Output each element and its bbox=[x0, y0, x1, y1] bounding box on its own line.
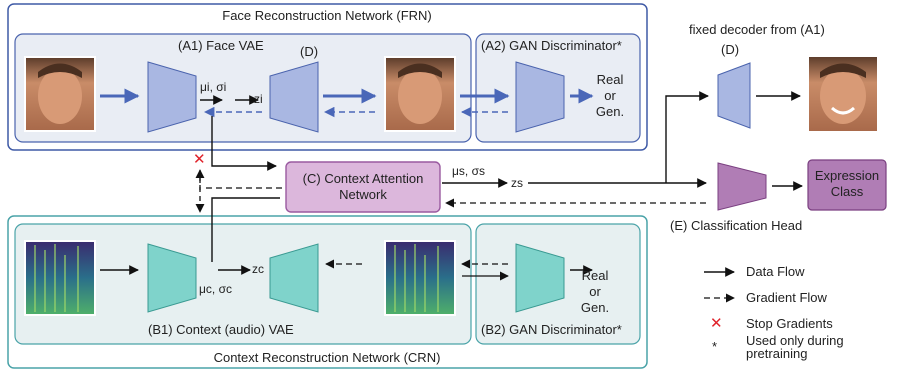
context-gan-title: (B2) GAN Discriminator* bbox=[481, 322, 622, 337]
face-gan-out-or: or bbox=[604, 88, 616, 103]
legend-star: * bbox=[712, 339, 718, 354]
face-encoder-shape bbox=[147, 61, 197, 133]
context-vae-box bbox=[14, 223, 472, 345]
output-face-image bbox=[807, 55, 879, 133]
context-vae-title: (B1) Context (audio) VAE bbox=[148, 322, 294, 337]
face-discriminator-shape bbox=[515, 61, 565, 133]
mu-sigma-s-label: μs, σs bbox=[452, 164, 485, 178]
zi-label: zi bbox=[254, 92, 263, 106]
classification-head-title: (E) Classification Head bbox=[670, 218, 803, 233]
classification-head-shape bbox=[717, 162, 767, 211]
input-spectrogram-image bbox=[24, 240, 96, 316]
legend-pretrain-line-2: pretraining bbox=[746, 346, 808, 361]
fixed-decoder-title: fixed decoder from (A1) bbox=[689, 22, 825, 37]
face-decoder-label: (D) bbox=[300, 44, 319, 59]
expression-class-line-1: Expression bbox=[814, 168, 880, 183]
face-gan-out-real: Real bbox=[596, 72, 624, 87]
face-latent-to-attention bbox=[211, 116, 277, 171]
context-decoder-shape bbox=[269, 243, 319, 313]
zc-label: zc bbox=[252, 262, 264, 276]
reconstructed-face-image bbox=[384, 56, 456, 132]
legend-pretraining: Used only during pretraining bbox=[746, 334, 844, 360]
context-gan-output: Real or Gen. bbox=[581, 268, 609, 316]
reconstructed-spectrogram-image bbox=[384, 240, 456, 316]
attention-network-label: (C) Context Attention Network bbox=[286, 171, 440, 203]
attention-network-box bbox=[285, 161, 441, 213]
legend-stop-mark: ✕ bbox=[710, 315, 723, 332]
expression-class-box bbox=[807, 159, 887, 211]
crn-title: Context Reconstruction Network (CRN) bbox=[213, 350, 441, 365]
context-gan-out-real: Real bbox=[581, 268, 609, 283]
face-decoder-shape bbox=[269, 61, 319, 133]
context-gan-out-gen: Gen. bbox=[580, 300, 610, 315]
stop-gradient-mark: ✕ bbox=[193, 151, 206, 168]
fixed-decoder-shape bbox=[717, 62, 751, 129]
attention-line-2: Network bbox=[339, 187, 387, 202]
legend-stop-gradients: Stop Gradients bbox=[746, 316, 833, 331]
fixed-decoder-label: (D) bbox=[721, 42, 740, 57]
attention-line-1: (C) Context Attention bbox=[302, 171, 424, 186]
mu-sigma-c-label: μc, σc bbox=[199, 282, 232, 296]
zs-label: zs bbox=[511, 176, 523, 190]
context-gan-out-or: or bbox=[589, 284, 601, 299]
legend-gradient-flow: Gradient Flow bbox=[746, 290, 827, 305]
face-gan-out-gen: Gen. bbox=[595, 104, 625, 119]
context-encoder-shape bbox=[147, 243, 197, 313]
context-latent-to-attention bbox=[211, 197, 280, 262]
frn-title: Face Reconstruction Network (FRN) bbox=[222, 8, 432, 23]
expression-class-label: Expression Class bbox=[808, 168, 886, 200]
zs-to-decoder-arrow bbox=[665, 91, 709, 183]
face-vae-title: (A1) Face VAE bbox=[178, 38, 264, 53]
face-gan-title: (A2) GAN Discriminator* bbox=[481, 38, 622, 53]
context-discriminator-shape bbox=[515, 243, 565, 313]
face-gan-output: Real or Gen. bbox=[596, 72, 624, 120]
expression-class-line-2: Class bbox=[830, 184, 864, 199]
face-vae-box bbox=[14, 33, 472, 143]
input-face-image bbox=[24, 56, 96, 132]
legend-data-flow: Data Flow bbox=[746, 264, 805, 279]
legend-pretrain-line-1: Used only during bbox=[746, 333, 844, 348]
mu-sigma-i-label: μi, σi bbox=[200, 80, 227, 94]
